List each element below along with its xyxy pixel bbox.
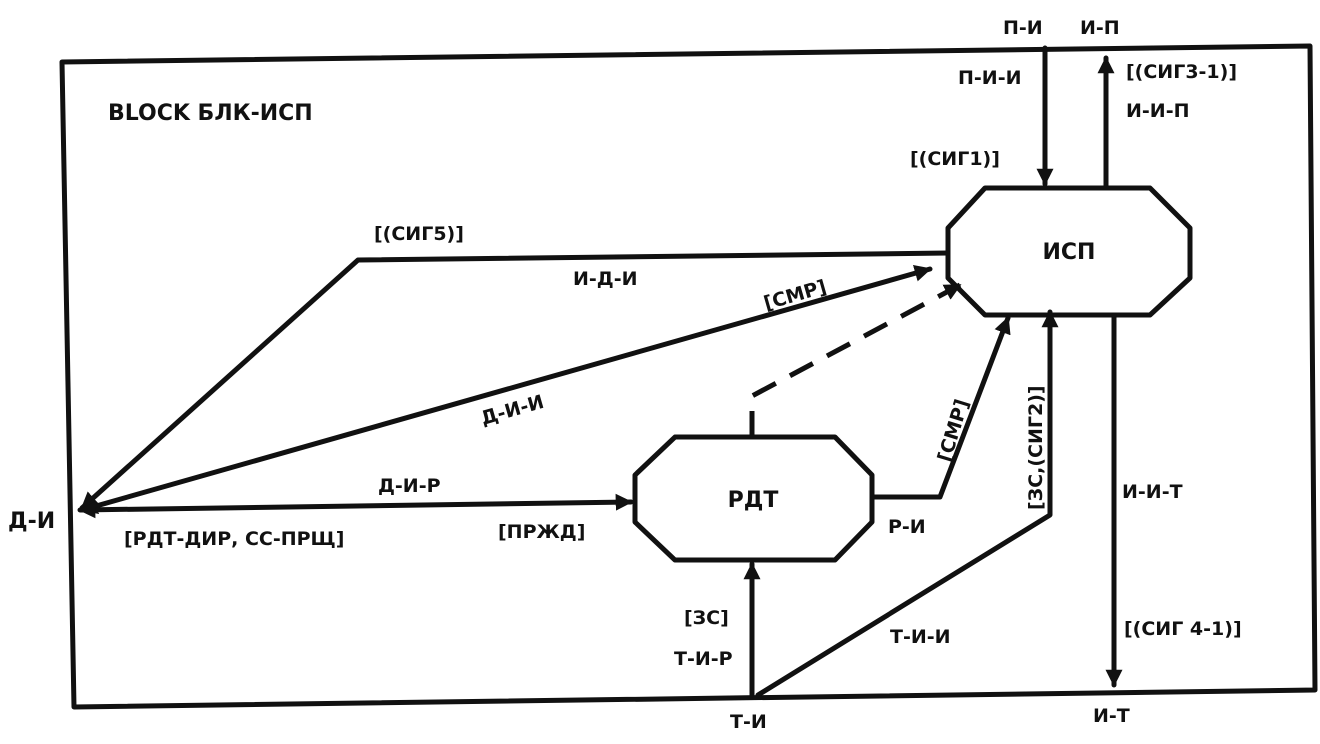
block-frame [59, 43, 1318, 710]
route-i-d-i-name: И-Д-И [573, 268, 638, 290]
port-p-i: П-И [1003, 17, 1043, 39]
port-t-i: Т-И [730, 711, 767, 733]
route-p-i-i-signals: [(СИГ1)] [910, 148, 1000, 170]
route-t-i-i-signals: [ЗС,(СИГ2)] [1025, 385, 1047, 510]
route-i-i-t-name: И-И-Т [1122, 481, 1183, 503]
route-d-i-r-name: Д-И-Р [378, 475, 441, 497]
route-d-i-r-signals-to-env: [РДТ-ДИР, СС-ПРЩ] [124, 528, 344, 550]
route-p-i-i-name: П-И-И [958, 67, 1021, 89]
channel-d-i-i [79, 265, 933, 514]
route-i-i-p-signals: [(СИГ3-1)] [1126, 61, 1237, 83]
port-d-i: Д-И [8, 509, 55, 534]
process-rdt-label: РДТ [728, 488, 779, 513]
create-line-rdt [749, 282, 962, 437]
route-i-i-p-name: И-И-П [1126, 100, 1189, 122]
port-i-t: И-Т [1093, 705, 1130, 727]
route-t-i-i-name: Т-И-И [890, 626, 951, 648]
port-i-p: И-П [1080, 17, 1120, 39]
process-isp-label: ИСП [1043, 240, 1096, 265]
process-isp[interactable] [945, 185, 1193, 318]
channel-d-i-r [77, 493, 634, 519]
route-r-i-name: Р-И [888, 516, 926, 538]
route-i-d-i-signals: [(СИГ5)] [374, 223, 464, 245]
route-t-i-r-name: Т-И-Р [674, 648, 733, 670]
route-t-i-r-signals: [ЗС] [684, 607, 729, 629]
route-i-i-t-signals: [(СИГ 4-1)] [1124, 618, 1242, 640]
channel-t-i-i [755, 309, 1059, 698]
block-title: BLOCK БЛК-ИСП [108, 101, 313, 126]
route-d-i-r-signals-to-rdt: [ПРЖД] [498, 521, 585, 543]
channel-r-i [870, 315, 1011, 500]
